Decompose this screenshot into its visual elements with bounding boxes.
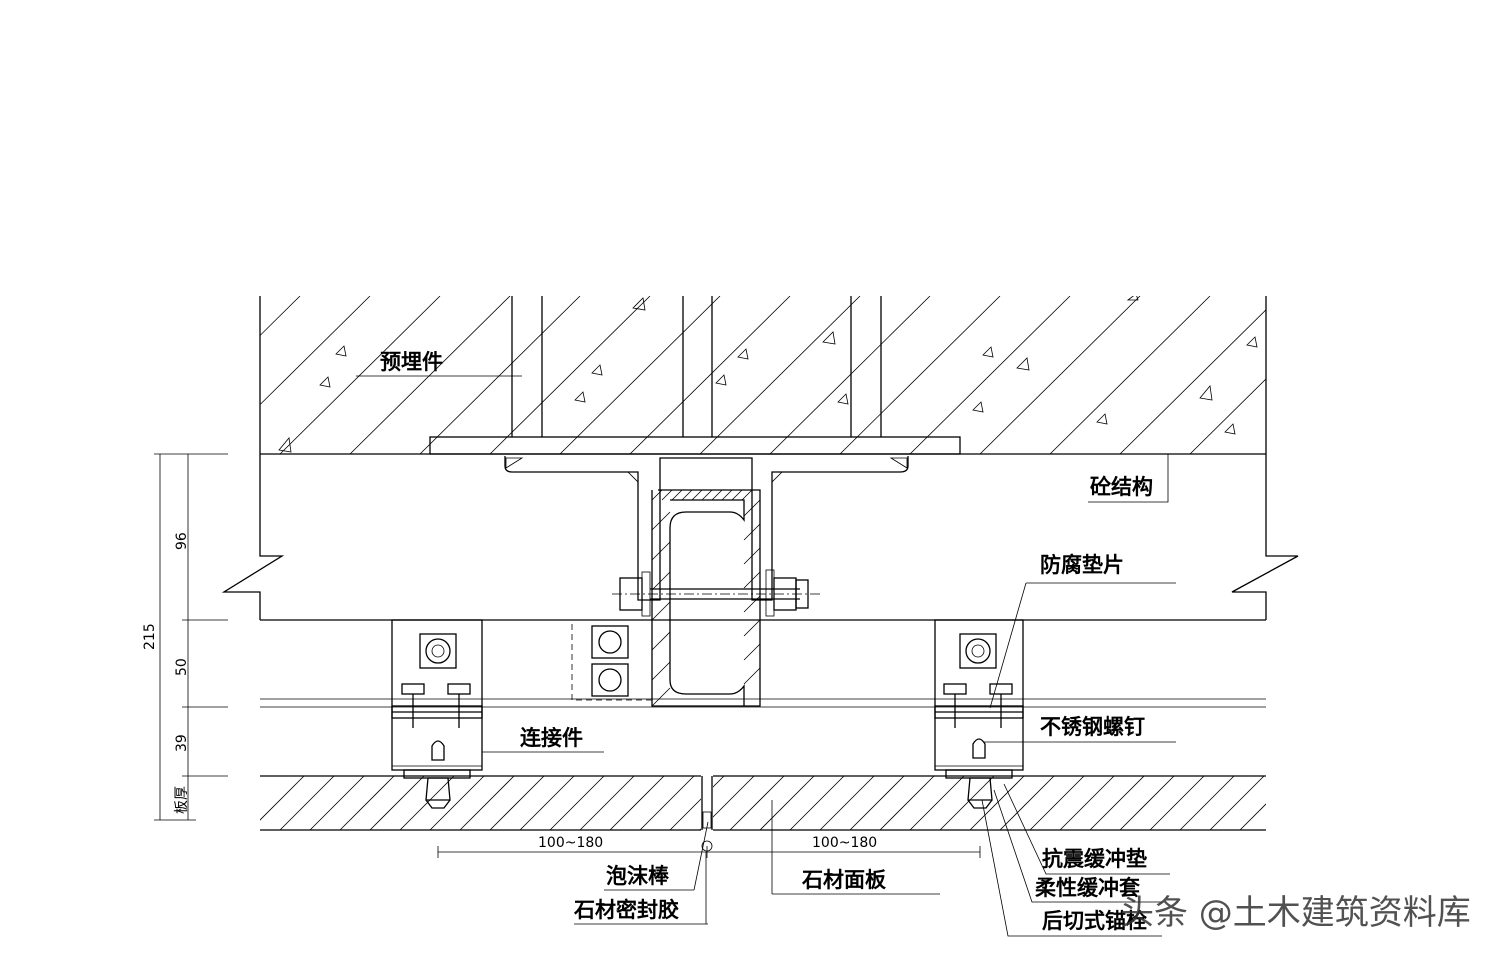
dim-39: 39 — [174, 734, 190, 752]
label-concrete-structure: 砼结构 — [1090, 474, 1153, 499]
label-anticorrosion-gasket: 防腐垫片 — [1040, 552, 1124, 577]
label-connector: 连接件 — [520, 725, 583, 750]
through-bolt — [612, 569, 820, 617]
dim-span-left: 100~180 — [538, 835, 603, 851]
label-flexible-sleeve: 柔性缓冲套 — [1035, 875, 1140, 900]
label-stainless-screw: 不锈钢螺钉 — [1040, 714, 1145, 739]
label-seismic-cushion: 抗震缓冲垫 — [1042, 846, 1147, 871]
t-bracket — [504, 456, 909, 601]
label-post-anchor: 后切式锚栓 — [1042, 908, 1147, 933]
connector-middle — [571, 619, 653, 701]
embedded-plate — [429, 296, 961, 455]
dimension-chain-left: 215 96 50 39 板厚 — [142, 453, 228, 821]
label-stone-sealant: 石材密封胶 — [573, 897, 679, 922]
steel-channel-keel — [651, 489, 761, 707]
watermark: 头条 @土木建筑资料库 — [1120, 893, 1471, 933]
dim-span-right: 100~180 — [812, 835, 877, 851]
connector-left — [391, 619, 483, 809]
dim-panel-thickness: 板厚 — [174, 786, 190, 814]
dim-50: 50 — [174, 658, 190, 676]
dimension-chain-bottom: 100~180 100~180 — [437, 835, 981, 858]
stone-panel — [260, 775, 1266, 852]
connector-right — [934, 619, 1024, 809]
concrete-hatch — [260, 296, 1266, 454]
labels: 预埋件 砼结构 防腐垫片 连接件 不锈钢螺钉 抗震缓冲垫 柔性缓冲套 后切式锚栓… — [380, 349, 1153, 933]
label-foam-rod: 泡沫棒 — [606, 863, 670, 888]
label-embedded-part: 预埋件 — [380, 349, 443, 374]
label-stone-panel: 石材面板 — [801, 867, 887, 892]
leader-lines — [356, 375, 1176, 937]
dim-96: 96 — [174, 532, 190, 550]
dim-total: 215 — [142, 623, 158, 650]
concrete-structure — [259, 296, 1267, 455]
